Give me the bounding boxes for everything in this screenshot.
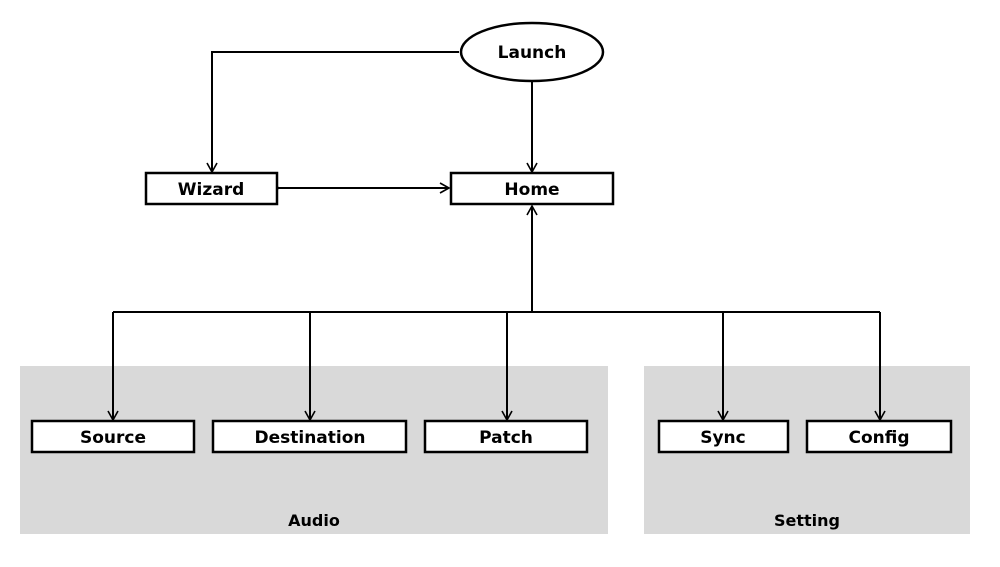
audio-group-label: Audio bbox=[288, 511, 340, 530]
home-box bbox=[449, 171, 615, 206]
sync-box bbox=[657, 419, 790, 454]
home-label: Home bbox=[504, 180, 559, 200]
node-sync: Sync bbox=[657, 419, 790, 454]
wizard-label: Wizard bbox=[178, 180, 245, 200]
node-source: Source bbox=[30, 419, 196, 454]
node-home: Home bbox=[449, 171, 615, 206]
wizard-box bbox=[144, 171, 279, 206]
patch-label: Patch bbox=[479, 428, 533, 448]
launch-label: Launch bbox=[498, 43, 567, 63]
destination-box bbox=[211, 419, 408, 454]
config-label: Config bbox=[848, 428, 909, 448]
node-launch: Launch bbox=[459, 21, 605, 83]
sync-label: Sync bbox=[700, 428, 746, 448]
patch-box bbox=[423, 419, 589, 454]
node-destination: Destination bbox=[211, 419, 408, 454]
destination-label: Destination bbox=[254, 428, 365, 448]
config-box bbox=[805, 419, 953, 454]
node-config: Config bbox=[805, 419, 953, 454]
node-patch: Patch bbox=[423, 419, 589, 454]
edge-launch-to-wizard bbox=[206, 51, 459, 174]
launch-ellipse bbox=[459, 21, 605, 83]
source-box bbox=[30, 419, 196, 454]
source-label: Source bbox=[80, 428, 146, 448]
setting-group-label: Setting bbox=[774, 511, 840, 530]
node-wizard: Wizard bbox=[144, 171, 279, 206]
